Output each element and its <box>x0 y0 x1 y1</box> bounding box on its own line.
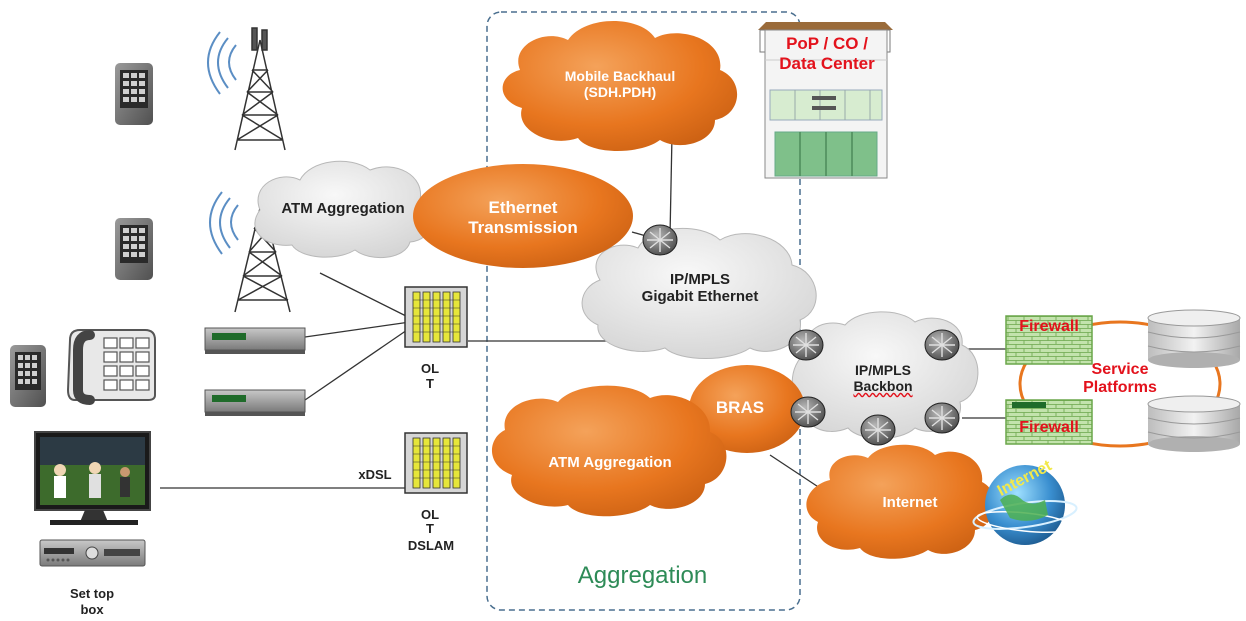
set-top-box-icon <box>39 539 146 567</box>
olt-top-label: OL T <box>405 361 455 392</box>
firewall-bottom-label: Firewall <box>1019 419 1079 436</box>
olt-top-line2: T <box>426 375 434 391</box>
pop-label-line1: PoP / CO / <box>786 34 868 53</box>
ont-device-icon <box>204 389 306 416</box>
mobile-backhaul-line2: (SDH.PDH) <box>583 84 657 101</box>
xdsl-label: xDSL <box>358 467 392 482</box>
service-line1: Service <box>1091 361 1149 378</box>
internet-cloud <box>806 444 995 559</box>
cell-tower-top <box>207 27 286 151</box>
dslam-rack-icon <box>404 432 468 494</box>
server-storage-icon <box>1147 395 1241 452</box>
firewall-top-icon <box>1005 315 1093 365</box>
set-top-box-label: Set top box <box>52 586 132 619</box>
router-icon <box>860 414 896 446</box>
router-icon <box>642 224 678 256</box>
mobile-phone-icon <box>115 218 153 280</box>
ipmpls-bb-line2: Backbon <box>853 378 913 395</box>
pop-building-icon <box>758 22 893 179</box>
router-icon <box>924 329 960 361</box>
dslam-label: DSLAM <box>407 538 455 553</box>
ipmpls-ge-line1: IP/MPLS <box>669 271 730 288</box>
atm-aggregation-top-label: ATM Aggregation <box>281 200 405 217</box>
olt-rack-icon <box>404 286 468 348</box>
firewall-bottom-icon <box>1005 399 1093 445</box>
settop-line1: Set top <box>69 586 115 601</box>
ethernet-transmission-cloud <box>413 164 633 268</box>
olt-top-line1: OL <box>420 361 440 376</box>
internet-label: Internet <box>882 494 938 511</box>
ipmpls-ge-line2: Gigabit Ethernet <box>641 288 759 306</box>
settop-line2: box <box>80 602 104 618</box>
firewall-top-label: Firewall <box>1019 318 1079 335</box>
service-platforms-ring <box>1018 320 1222 448</box>
ethernet-line1: Ethernet <box>488 198 558 217</box>
atm-aggregation-bottom-label: ATM Aggregation <box>548 454 672 471</box>
ont-device-icon <box>204 327 306 354</box>
pop-label: PoP / CO / Data Center <box>766 34 888 75</box>
aggregation-zone-label: Aggregation <box>577 562 708 589</box>
ethernet-transmission-label: Ethernet Transmission <box>440 198 606 237</box>
mobile-backhaul-label: Mobile Backhaul (SDH.PDH) <box>530 68 710 100</box>
server-storage-icon <box>1147 309 1241 368</box>
connection-lines <box>160 134 1006 499</box>
ipmpls-bb-line1: IP/MPLS <box>854 362 911 378</box>
router-icon <box>790 396 826 428</box>
ethernet-line2: Transmission <box>468 217 578 237</box>
mobile-phone-icon <box>10 345 46 407</box>
pop-label-line2: Data Center <box>779 54 875 74</box>
desk-phone-icon <box>66 329 156 405</box>
bras-label: BRAS <box>715 398 765 417</box>
cell-tower-bottom <box>209 191 291 313</box>
ipmpls-backbone-label: IP/MPLS Backbon <box>828 362 938 394</box>
service-platforms-label: Service Platforms <box>1045 361 1195 398</box>
olt-bottom-label: OL T <box>405 508 455 535</box>
olt-bottom-line2: T <box>426 520 434 536</box>
ipmpls-gigabit-label: IP/MPLS Gigabit Ethernet <box>620 271 780 306</box>
olt-bottom-line1: OL <box>420 507 440 522</box>
atm-aggregation-orange-cloud <box>491 385 727 517</box>
internet-globe-icon <box>972 465 1078 545</box>
mobile-phone-icon <box>115 63 153 125</box>
router-icon <box>924 402 960 434</box>
bras-cloud <box>689 365 805 453</box>
tv-monitor-icon <box>34 431 151 525</box>
router-icon <box>788 329 824 361</box>
service-line2: Platforms <box>1083 379 1157 397</box>
mobile-backhaul-cloud <box>502 20 738 152</box>
mobile-backhaul-line1: Mobile Backhaul <box>564 68 676 84</box>
